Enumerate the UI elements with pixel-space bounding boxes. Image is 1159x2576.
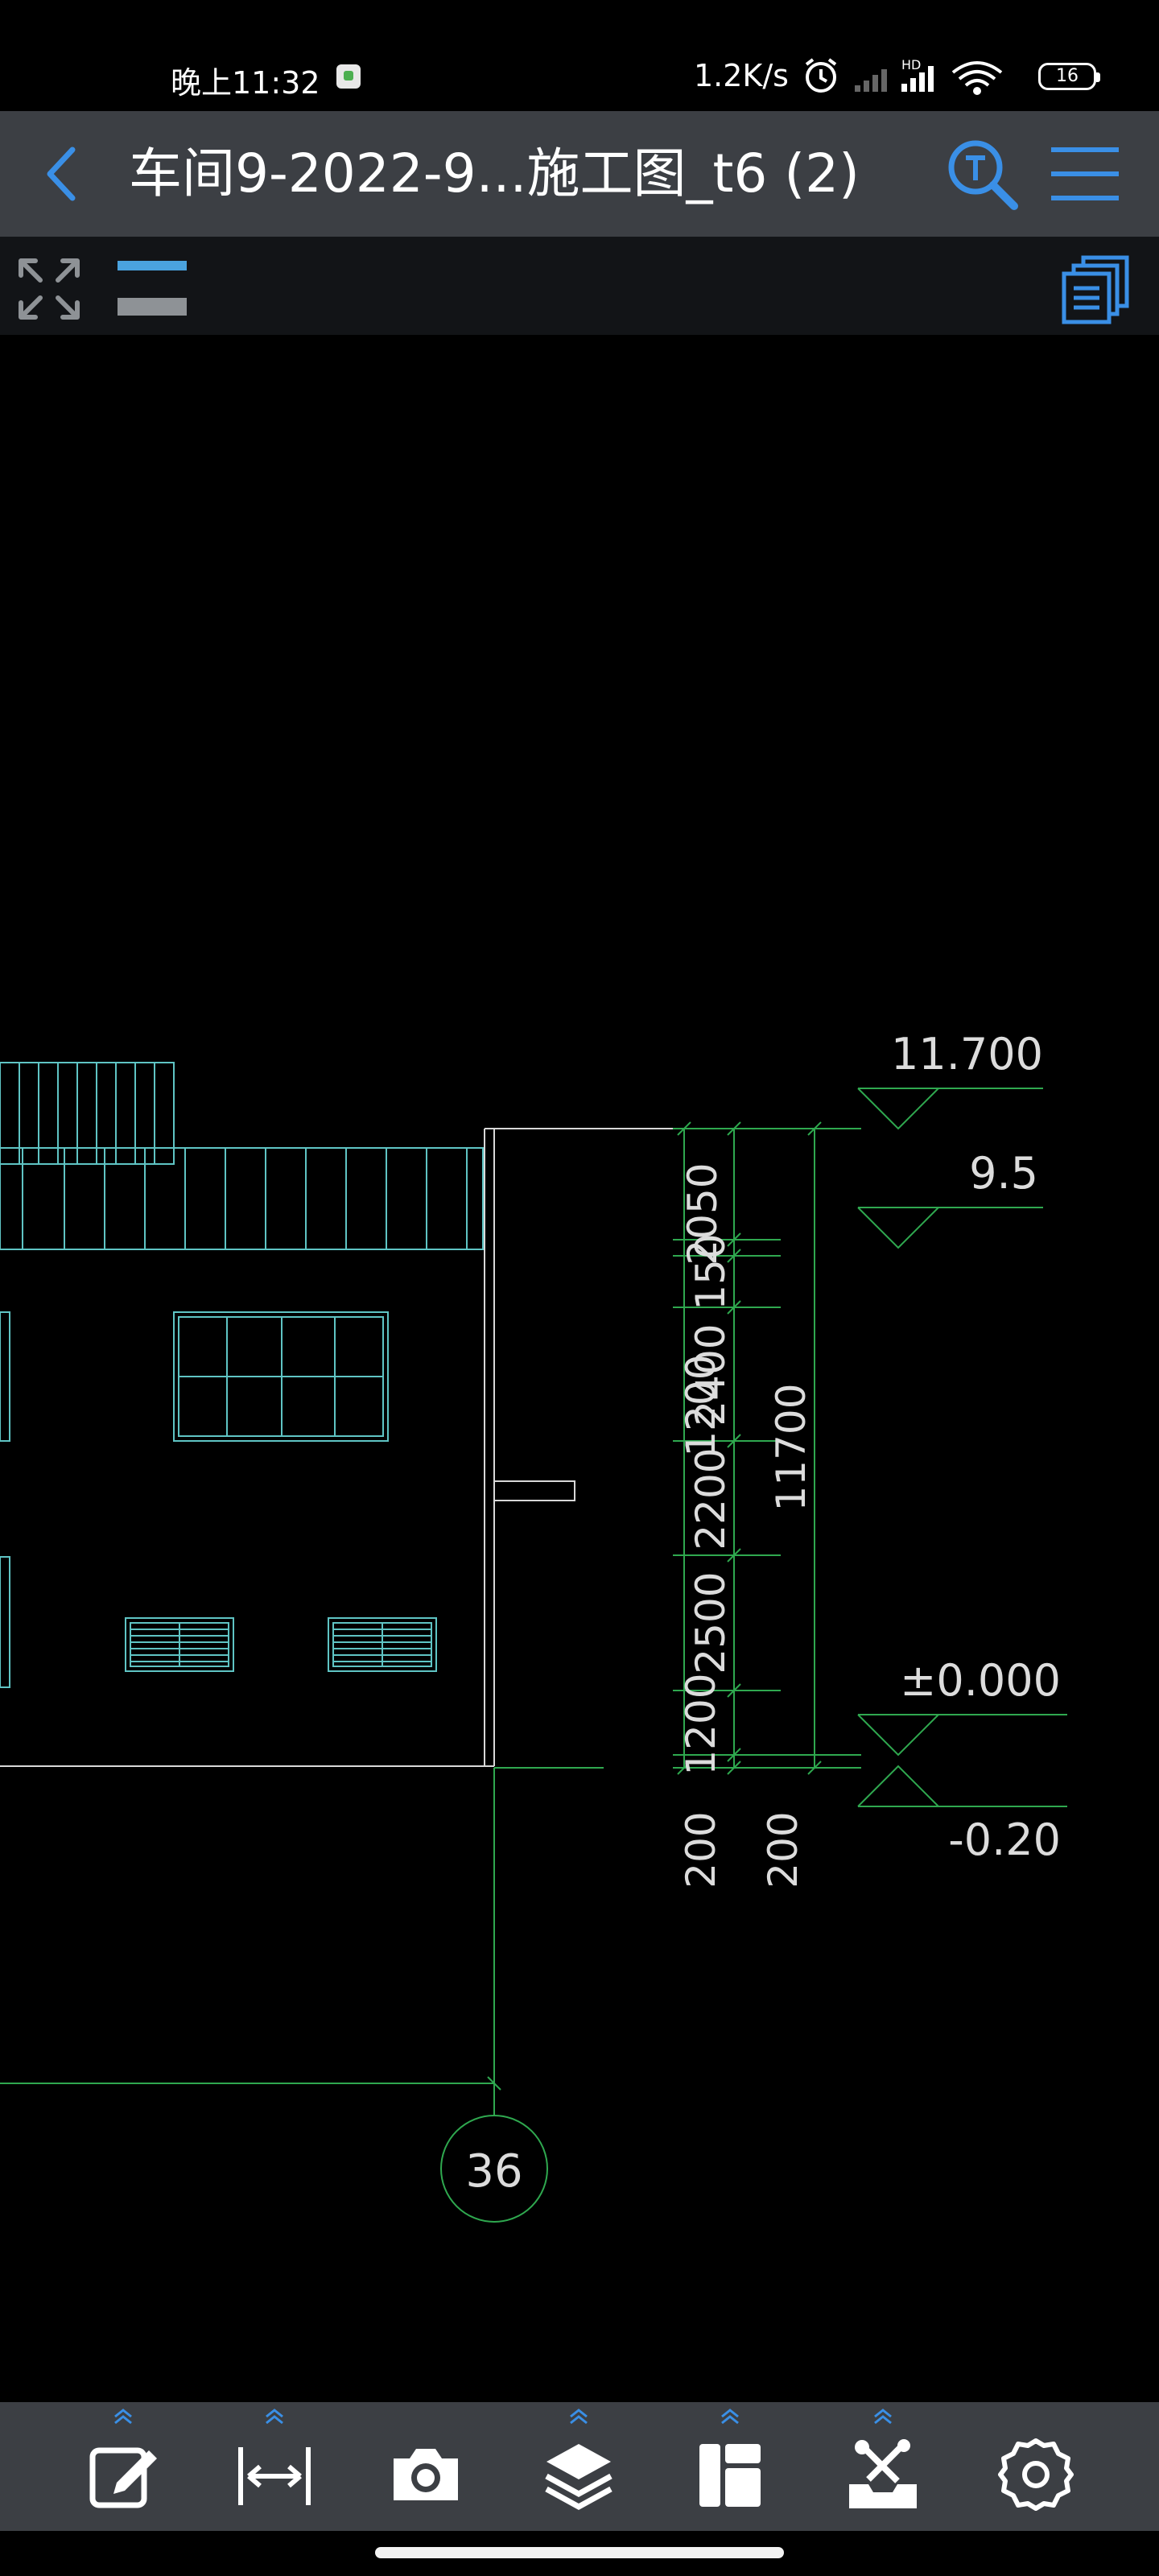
chevron-up-icon — [874, 2409, 892, 2425]
chevron-up-icon — [570, 2409, 588, 2425]
measure-icon — [238, 2447, 311, 2505]
fit-screen-button[interactable] — [14, 254, 84, 324]
network-speed: 1.2K/s — [694, 58, 789, 93]
layout-pages-button[interactable] — [1061, 253, 1133, 325]
edit-icon — [89, 2447, 157, 2508]
dim-total: 11700 — [768, 1383, 815, 1511]
camera-icon — [394, 2449, 458, 2500]
chevron-up-icon — [266, 2409, 283, 2425]
dim-mid-2: 150 — [687, 1233, 734, 1310]
roof-panels-upper — [0, 1062, 175, 1165]
chevron-up-icon — [114, 2409, 132, 2425]
title-bar: 车间9-2022-9...施工图_t6 (2) — [0, 111, 1159, 237]
camera-button[interactable] — [373, 2402, 478, 2531]
status-bar: 晚上11:32 1.2K/s HD 16 — [0, 0, 1159, 111]
menu-button[interactable] — [1048, 142, 1122, 206]
hd-signal-icon: HD — [901, 57, 934, 92]
layer-toggle-icon — [118, 261, 187, 316]
louver-window-2 — [328, 1617, 437, 1672]
elevation-zero: ±0.000 — [900, 1655, 1061, 1706]
layers-icon — [545, 2444, 612, 2510]
louver-window-1 — [125, 1617, 234, 1672]
layer-toggle-button[interactable] — [116, 259, 188, 317]
dim-left-1: 1200 — [678, 1354, 724, 1456]
hamburger-menu-icon — [1051, 147, 1119, 200]
text-search-button[interactable] — [943, 135, 1021, 213]
cad-drawing: 36 — [0, 1029, 1067, 2223]
chevron-up-icon — [721, 2409, 739, 2425]
elevation-top: 11.700 — [891, 1029, 1043, 1080]
dim-mid-6: 200 — [760, 1811, 806, 1888]
elevation-roof: 9.5 — [969, 1148, 1038, 1199]
chevron-left-icon — [47, 147, 76, 201]
window-upper-left — [0, 1311, 10, 1442]
dim-left-3: 200 — [678, 1811, 724, 1888]
status-icons: HD — [805, 57, 1003, 95]
svg-text:HD: HD — [901, 57, 921, 72]
back-button[interactable] — [32, 142, 97, 206]
expand-arrows-icon — [19, 258, 80, 320]
dim-mid-5: 2500 — [687, 1571, 734, 1674]
status-time: 晚上11:32 — [171, 65, 320, 101]
dim-mid-1: 2050 — [679, 1162, 726, 1265]
alarm-icon — [805, 58, 837, 93]
settings-icon — [998, 2438, 1074, 2511]
layout-pages-icon — [1062, 255, 1129, 324]
window-large — [173, 1311, 389, 1442]
dim-mid-3: 2400 — [687, 1323, 734, 1426]
bottom-toolbar — [0, 2402, 1159, 2531]
edit-button[interactable] — [71, 2402, 175, 2531]
layout-button[interactable] — [678, 2402, 782, 2531]
ground-lines — [0, 1767, 604, 2116]
measure-button[interactable] — [222, 2402, 327, 2531]
dim-left-2: 1200 — [678, 1673, 724, 1775]
gesture-area — [0, 2531, 1159, 2576]
axis-bubble — [440, 2115, 548, 2223]
tools-icon — [849, 2439, 917, 2508]
window-lower-left — [0, 1556, 10, 1688]
settings-button[interactable] — [984, 2402, 1088, 2531]
elevation-markers — [857, 1088, 1067, 1807]
building-outline — [0, 1128, 861, 1767]
roof-panels-lower — [0, 1147, 484, 1250]
home-indicator[interactable] — [375, 2547, 784, 2558]
drawing-canvas[interactable]: 36 — [0, 335, 1159, 2402]
wifi-icon — [951, 61, 1003, 95]
layers-button[interactable] — [526, 2402, 631, 2531]
view-toolbar — [0, 237, 1159, 335]
notification-icon — [336, 64, 361, 89]
text-search-icon — [948, 140, 1018, 210]
layout-icon — [699, 2444, 761, 2507]
elevation-ground: -0.20 — [948, 1814, 1061, 1865]
document-title: 车间9-2022-9...施工图_t6 (2) — [129, 142, 860, 204]
battery-icon: 16 — [1038, 63, 1100, 90]
dim-mid-4: 2200 — [687, 1447, 734, 1550]
tools-button[interactable] — [831, 2402, 935, 2531]
axis-label: 36 — [465, 2145, 522, 2198]
signal-icon — [855, 69, 887, 92]
dimension-lines — [673, 1121, 861, 1775]
